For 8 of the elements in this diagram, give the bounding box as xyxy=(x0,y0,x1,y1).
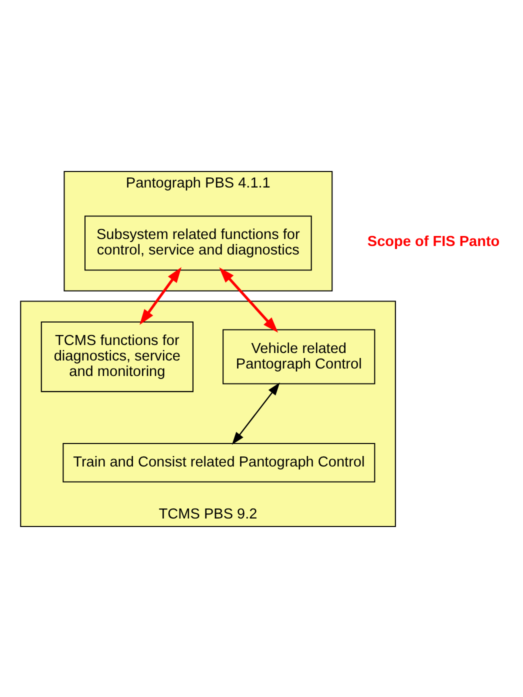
label: Scope of FIS Panto xyxy=(367,233,500,250)
node-box: Vehicle related Pantograph Control xyxy=(222,328,376,384)
node-box: Train and Consist related Pantograph Control xyxy=(62,442,376,482)
arrow xyxy=(140,266,182,324)
arrow xyxy=(232,382,280,444)
arrow xyxy=(219,266,278,332)
node-box: Subsystem related functions for control, service and diagnostics xyxy=(84,215,312,270)
node-box: TCMS functions for diagnostics, service and monitoring xyxy=(40,320,194,392)
